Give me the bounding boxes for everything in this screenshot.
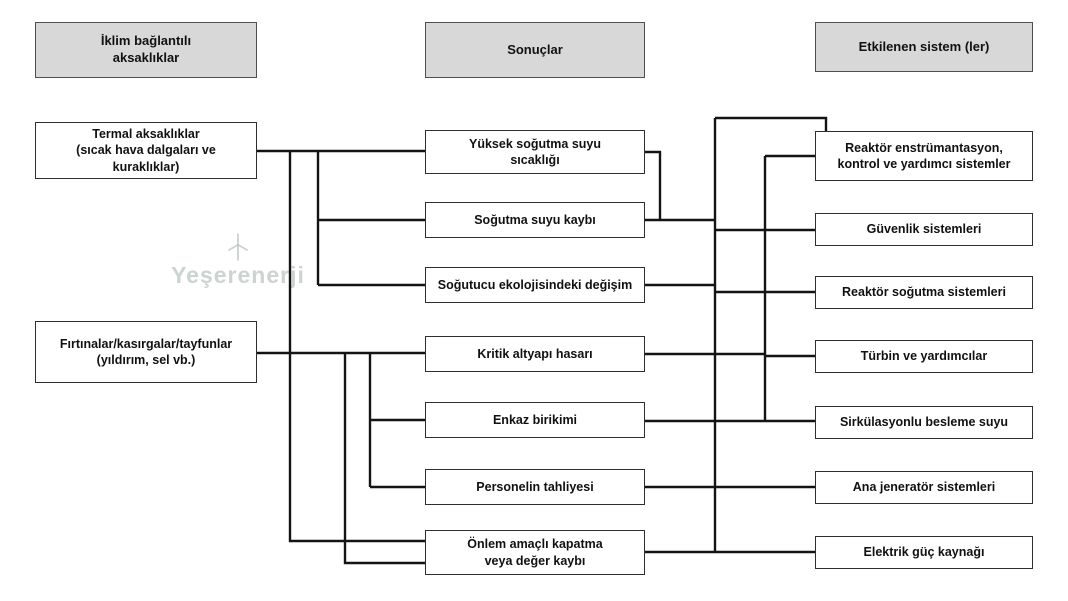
node-reactor-cooling-systems: Reaktör soğutma sistemleri — [815, 276, 1033, 309]
node-debris-accumulation: Enkaz birikimi — [425, 402, 645, 438]
connector-line — [715, 116, 828, 132]
connector-line — [288, 151, 425, 543]
connector-line — [645, 150, 662, 220]
node-circulating-feedwater: Sirkülasyonlu besleme suyu — [815, 406, 1033, 439]
column-header-consequences: Sonuçlar — [425, 22, 645, 78]
node-reactor-instrumentation-control: Reaktör enstrümantasyon, kontrol ve yard… — [815, 131, 1033, 181]
node-thermal-disruptions: Termal aksaklıklar (sıcak hava dalgaları… — [35, 122, 257, 179]
connector-line — [343, 353, 425, 565]
column-header-climate-disruptions: İklim bağlantılı aksaklıklar — [35, 22, 257, 78]
node-high-cooling-water-temperature: Yüksek soğutma suyu sıcaklığı — [425, 130, 645, 174]
node-turbine-and-auxiliaries: Türbin ve yardımcılar — [815, 340, 1033, 373]
column-header-affected-systems: Etkilenen sistem (ler) — [815, 22, 1033, 72]
node-cooling-water-loss: Soğutma suyu kaybı — [425, 202, 645, 238]
node-precautionary-shutdown: Önlem amaçlı kapatma veya değer kaybı — [425, 530, 645, 575]
node-storms-hurricanes-typhoons: Fırtınalar/kasırgalar/tayfunlar (yıldırı… — [35, 321, 257, 383]
node-electric-power-supply: Elektrik güç kaynağı — [815, 536, 1033, 569]
node-coolant-ecology-change: Soğutucu ekolojisindeki değişim — [425, 267, 645, 303]
node-critical-infrastructure-damage: Kritik altyapı hasarı — [425, 336, 645, 372]
node-safety-systems: Güvenlik sistemleri — [815, 213, 1033, 246]
node-personnel-evacuation: Personelin tahliyesi — [425, 469, 645, 505]
node-main-generator-systems: Ana jeneratör sistemleri — [815, 471, 1033, 504]
